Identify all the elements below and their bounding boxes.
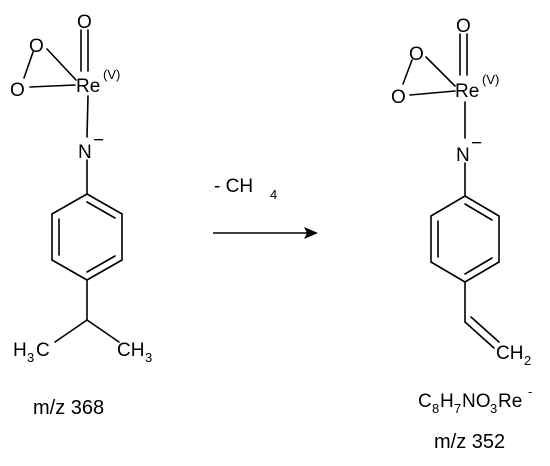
product-vinyl-double-bond-a [464, 321, 495, 349]
ring-bond-1 [86, 193, 123, 215]
reactant-o-top: O [77, 12, 92, 33]
reactant-ch3-right: CH [117, 340, 144, 361]
formula-c-sub: 8 [432, 401, 439, 416]
product-ring-bond-6 [430, 195, 466, 217]
product-n-charge: − [471, 133, 482, 154]
reactant-n-charge: − [93, 130, 104, 151]
product-ring-bond-3 [464, 261, 500, 283]
product-vinyl-double-bond-b [470, 316, 500, 343]
o-re-bond-lower [29, 84, 76, 88]
product-ring-bond-4 [430, 261, 466, 283]
product-o-re-bond-lower [409, 90, 456, 96]
product-ch2-sub: 2 [524, 353, 531, 368]
product-o-re-bond-upper [425, 56, 456, 87]
product-formula: C 8 H 7 NO 3 Re - [418, 384, 532, 416]
reactant-h3c-c: C [36, 340, 50, 361]
product-ring-inner-bond-2 [464, 257, 493, 275]
reactant-o-left-lower: O [10, 80, 25, 101]
formula-h: H [440, 391, 454, 412]
product-ch2: CH [496, 343, 523, 364]
formula-charge: - [528, 384, 532, 399]
ring-inner-bond-1 [86, 201, 116, 219]
formula-o-sub: 3 [490, 401, 497, 416]
product-molecule: O O O Re (V) N − CH 2 C 8 H 7 NO 3 Re - … [391, 16, 532, 453]
formula-re: Re [498, 391, 522, 412]
product-o-left-lower: O [391, 87, 406, 108]
reactant-h3c-sub: 3 [27, 350, 34, 365]
ring-bond-3 [86, 259, 123, 281]
product-ring-inner-bond-1 [464, 203, 493, 221]
reactant-n: N [78, 142, 92, 163]
arrow-label: - CH [214, 176, 253, 197]
o-o-bond [23, 51, 34, 79]
product-o-left-upper: O [409, 44, 424, 65]
ring-bond-6 [51, 193, 88, 215]
product-re-oxidation-state: (V) [482, 72, 499, 87]
product-re: Re [455, 81, 479, 102]
formula-h-sub: 7 [454, 401, 461, 416]
product-o-o-bond [402, 59, 413, 85]
reactant-o-left-upper: O [29, 36, 44, 57]
product-mz-label: m/z 352 [434, 431, 505, 453]
o-re-bond-upper [46, 48, 77, 81]
reaction-arrow: - CH 4 [213, 176, 318, 239]
arrow-label-sub: 4 [270, 187, 277, 202]
reactant-h3c-h: H [13, 340, 27, 361]
formula-no: NO [462, 391, 491, 412]
reactant-ch3-right-sub: 3 [145, 350, 152, 365]
ch-ch3-right-bond [86, 319, 120, 343]
reactant-re: Re [76, 76, 100, 97]
reactant-molecule: O O O Re (V) N − H 3 C CH 3 m/z 368 [10, 12, 152, 419]
ring-bond-4 [51, 259, 88, 281]
re-n-bond [86, 95, 89, 138]
product-o-top: O [456, 16, 471, 37]
product-n: N [456, 145, 470, 166]
arrow-head [304, 227, 318, 239]
ch-ch3-left-bond [54, 319, 88, 343]
product-ring-bond-1 [464, 195, 500, 217]
reactant-mz-label: m/z 368 [33, 397, 104, 419]
reactant-re-oxidation-state: (V) [103, 67, 120, 82]
ring-inner-bond-2 [86, 255, 116, 273]
formula-c: C [418, 391, 432, 412]
